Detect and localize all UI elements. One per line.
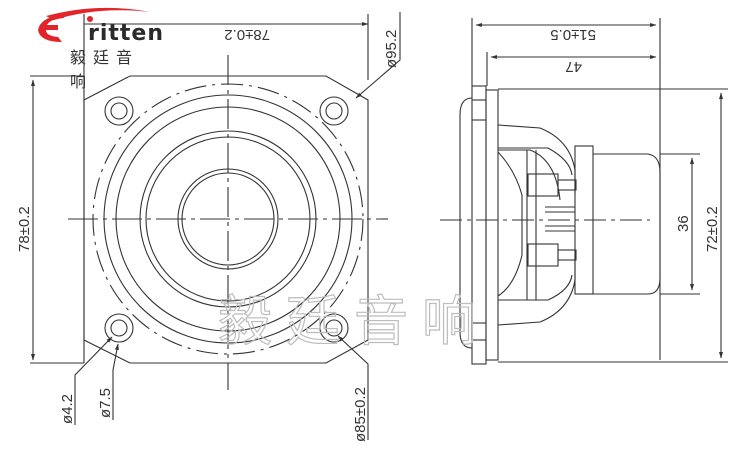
dim-hole-diameter: ø4.2 xyxy=(59,394,76,424)
logo-wordmark: ritten xyxy=(88,21,165,46)
dim-outer-diameter: ø95.2 xyxy=(383,30,400,68)
front-view xyxy=(30,12,401,440)
logo-chinese-name: 毅廷音响 xyxy=(70,48,140,91)
dim-frame-height: 72±0.2 xyxy=(704,206,721,252)
logo-swoosh-icon xyxy=(38,7,150,42)
dim-width-top: 78±0.2 xyxy=(224,26,270,43)
dim-overall-depth: 51±0.5 xyxy=(550,26,596,43)
dim-magnet-height: 36 xyxy=(675,215,692,232)
side-view xyxy=(440,18,728,365)
dimension-labels: 78±0.2 78±0.2 ø95.2 ø4.2 ø7.5 ø85±0.2 51… xyxy=(16,26,721,442)
dim-hole-counterbore: ø7.5 xyxy=(97,388,114,418)
dim-mounting-circle: ø85±0.2 xyxy=(352,387,369,442)
dim-height-left: 78±0.2 xyxy=(16,206,33,252)
watermark-text: 毅廷音响 xyxy=(218,290,490,353)
dim-body-depth: 47 xyxy=(565,58,582,75)
brand-logo: ritten 毅廷音响 xyxy=(28,4,163,91)
